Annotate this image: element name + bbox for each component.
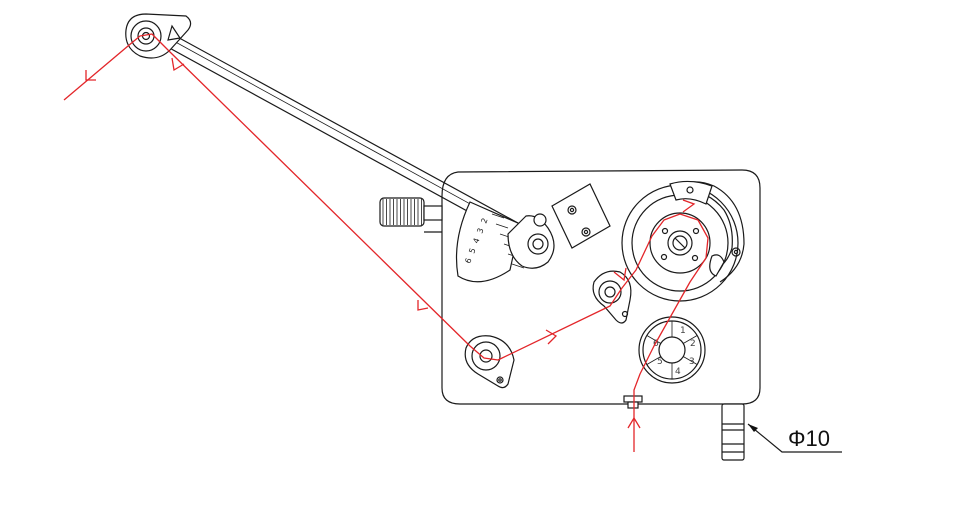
thread-path xyxy=(63,33,709,452)
dial-divider xyxy=(646,335,661,344)
dial-number: 5 xyxy=(657,357,663,367)
thread-arrow xyxy=(171,57,185,72)
dial-divider xyxy=(683,356,698,365)
mounting-block xyxy=(551,183,611,249)
thread-arrow xyxy=(627,416,641,429)
dial-number: 3 xyxy=(689,357,695,367)
thread-arrow xyxy=(85,70,96,81)
dial-divider xyxy=(646,356,661,365)
side-adjust-knob xyxy=(379,197,443,233)
top-guide-pulley xyxy=(125,13,192,59)
thread-arrow xyxy=(613,267,627,282)
entry-eyelet xyxy=(623,395,643,409)
thread-line xyxy=(63,33,709,452)
dial-number: 2 xyxy=(690,339,696,349)
diameter-label: Φ10 xyxy=(788,426,830,451)
arm-pivot-hub xyxy=(507,213,555,269)
main-tension-wheel xyxy=(621,180,745,302)
middle-guide-pulley xyxy=(592,270,632,324)
tension-scale-plate: 2 3 4 5 6 xyxy=(455,201,525,283)
mounting-shaft xyxy=(721,403,745,461)
thread-arrow xyxy=(682,199,696,213)
thread-arrow xyxy=(417,300,429,311)
scale-mark xyxy=(511,263,525,269)
lower-guide-pulley xyxy=(464,335,515,389)
scale-number: 2 xyxy=(479,217,489,225)
dial-number: 4 xyxy=(675,367,681,377)
scale-number: 6 xyxy=(463,257,473,265)
dial-number: 6 xyxy=(653,339,659,349)
scale-number: 5 xyxy=(467,247,477,255)
scale-number: 3 xyxy=(475,227,485,235)
diameter-dimension: Φ10 xyxy=(747,423,842,453)
tension-dial: 1 2 3 4 5 6 xyxy=(638,316,706,384)
dial-divider xyxy=(683,335,698,344)
scale-number: 4 xyxy=(471,237,481,245)
scale-mark xyxy=(491,213,505,219)
thread-arrow xyxy=(545,329,558,345)
scale-mark xyxy=(495,223,509,229)
dial-number: 1 xyxy=(680,326,686,336)
